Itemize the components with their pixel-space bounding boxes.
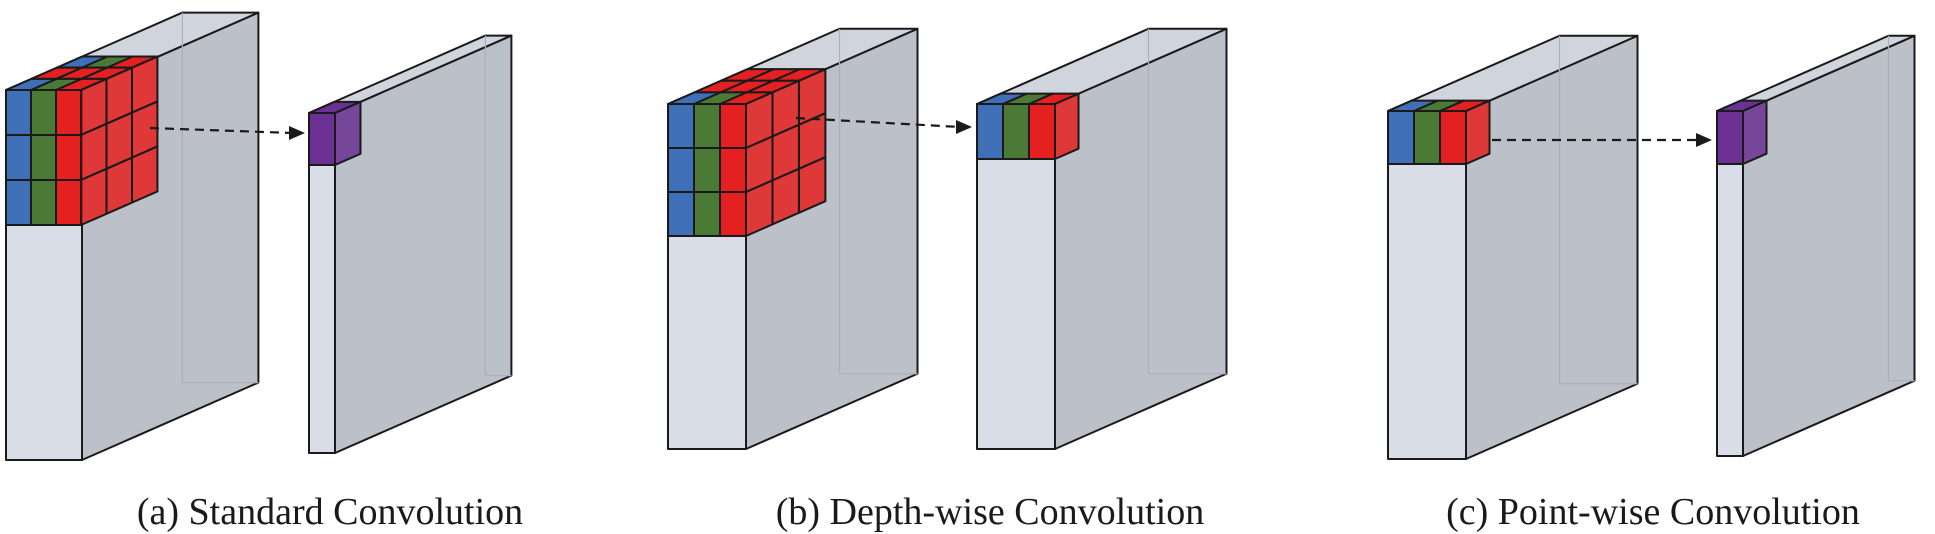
output-volume-hidden-edges (484, 35, 512, 377)
caption-depthwise-convolution: (b) Depth-wise Convolution (776, 491, 1205, 533)
input-volume-hidden-edges (181, 12, 259, 384)
output-point (1716, 99, 1768, 165)
depthwise-kernel-cell-front (719, 103, 747, 149)
depthwise-output (976, 92, 1080, 160)
standard-kernel-cell-front (5, 134, 32, 181)
input-volume-hidden-edges (1558, 35, 1638, 385)
standard-kernel-cell-front (55, 89, 82, 136)
depthwise-kernel-cell-front (667, 103, 695, 149)
panel-standard-convolution (5, 11, 513, 461)
output-point-cell-front (1716, 110, 1744, 165)
depthwise-output-cell-front (976, 103, 1004, 160)
output-point-cell-side (1742, 99, 1768, 165)
depthwise-kernel-cell-front (719, 191, 747, 237)
depthwise-kernel-cell-front (667, 147, 695, 193)
pointwise-kernel-cell-front (1439, 110, 1467, 165)
depthwise-kernel-cell-front (719, 147, 747, 193)
output-volume (308, 34, 513, 454)
pointwise-arrow (1492, 133, 1712, 147)
pointwise-arrow-head (1696, 133, 1712, 147)
depthwise-arrow-line (795, 116, 961, 129)
output-volume (976, 27, 1228, 450)
pointwise-kernel-cell-side (1465, 99, 1491, 165)
output-volume-hidden-edges (1887, 35, 1915, 382)
standard-arrow-line (149, 126, 294, 135)
standard-kernel-cell-front (5, 179, 32, 226)
depthwise-output-cell-side (1054, 92, 1080, 160)
standard-kernel-cell-side (130, 145, 159, 204)
depthwise-arrow-head (956, 120, 972, 134)
depthwise-kernel-cell-front (667, 191, 695, 237)
standard-kernel (5, 55, 159, 226)
standard-kernel-cell-front (30, 134, 57, 181)
depthwise-output-cell-front (1002, 103, 1030, 160)
depthwise-kernel-cell-front (693, 147, 721, 193)
depthwise-kernel-cell-front (693, 103, 721, 149)
input-volume (1387, 34, 1639, 460)
standard-kernel-cell-side (105, 156, 133, 215)
caption-pointwise-convolution: (c) Point-wise Convolution (1446, 491, 1860, 533)
output-point-cell-front (308, 112, 336, 166)
standard-kernel-cell-front (5, 89, 32, 136)
standard-kernel-cell-front (55, 179, 82, 226)
standard-arrow (149, 126, 305, 140)
standard-kernel-cell-front (55, 134, 82, 181)
standard-kernel-cell-front (30, 179, 57, 226)
caption-standard-convolution: (a) Standard Convolution (137, 491, 523, 533)
input-volume-hidden-edges (838, 28, 918, 375)
standard-kernel-cell-front (30, 89, 57, 136)
depthwise-kernel-cell-front (693, 191, 721, 237)
output-point-cell-side (334, 100, 362, 166)
pointwise-kernel-cell-front (1387, 110, 1415, 165)
standard-kernel-cell-side (80, 167, 108, 226)
panel-depthwise-convolution (667, 27, 1228, 450)
output-volume-hidden-edges (1147, 28, 1227, 375)
standard-arrow-head (289, 126, 305, 140)
depthwise-kernel (667, 68, 827, 237)
output-volume (1716, 34, 1916, 457)
depthwise-arrow (795, 116, 972, 134)
panel-pointwise-convolution (1387, 34, 1916, 460)
output-point (308, 100, 362, 166)
pointwise-kernel-cell-front (1413, 110, 1441, 165)
pointwise-kernel (1387, 99, 1491, 165)
depthwise-output-cell-front (1028, 103, 1056, 160)
